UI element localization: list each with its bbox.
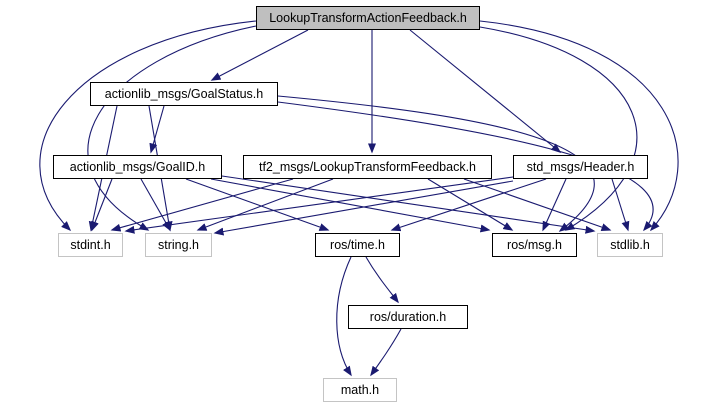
- node-label: stdlib.h: [610, 237, 650, 252]
- node-ros-duration[interactable]: ros/duration.h: [348, 305, 468, 329]
- edge-goal-status-to-goal-id: [149, 105, 165, 154]
- edge-ros-duration-to-math: [370, 328, 402, 377]
- edge-goal-id-to-ros-time: [185, 178, 330, 231]
- edge-std-msgs-header-to-string: [213, 180, 514, 236]
- node-ros-msg[interactable]: ros/msg.h: [492, 233, 577, 257]
- node-label: actionlib_msgs/GoalStatus.h: [104, 86, 264, 101]
- node-lookup-transform-action-feedback: LookupTransformActionFeedback.h: [256, 6, 480, 30]
- edge-std-msgs-header-to-ros-time: [390, 178, 547, 232]
- node-label: ros/time.h: [330, 237, 385, 252]
- node-math: math.h: [323, 378, 397, 402]
- node-label: LookupTransformActionFeedback.h: [269, 10, 467, 25]
- edge-ros-time-to-ros-duration: [365, 256, 399, 304]
- node-label: ros/duration.h: [369, 309, 447, 324]
- node-std-msgs-header[interactable]: std_msgs/Header.h: [513, 155, 648, 179]
- edge-goal-status-to-stdlib: [277, 101, 654, 232]
- edge-lookup-transform-action-feedback-to-ros-msg: [479, 26, 638, 231]
- edge-std-msgs-header-to-ros-msg: [542, 178, 567, 232]
- edge-lookup-transform-feedback-to-stdint: [110, 178, 294, 232]
- node-stdint: stdint.h: [58, 233, 123, 257]
- node-ros-time[interactable]: ros/time.h: [315, 233, 400, 257]
- node-label: string.h: [158, 237, 199, 252]
- edge-goal-id-to-stdint: [91, 178, 113, 232]
- node-label: tf2_msgs/LookupTransformFeedback.h: [258, 159, 476, 174]
- edge-ros-time-to-math: [336, 256, 352, 377]
- node-label: math.h: [340, 382, 380, 397]
- node-label: stdint.h: [70, 237, 111, 252]
- node-lookup-transform-feedback[interactable]: tf2_msgs/LookupTransformFeedback.h: [243, 155, 492, 179]
- edge-std-msgs-header-to-stdlib: [611, 178, 630, 232]
- node-label: ros/msg.h: [507, 237, 562, 252]
- edge-lookup-transform-action-feedback-to-string: [87, 25, 257, 231]
- node-label: std_msgs/Header.h: [526, 159, 635, 174]
- node-stdlib: stdlib.h: [597, 233, 663, 257]
- edge-lookup-transform-feedback-to-stdlib: [463, 178, 612, 231]
- edge-goal-id-to-ros-msg: [210, 178, 491, 233]
- edge-lookup-transform-action-feedback-to-goal-status: [210, 29, 309, 81]
- edge-lookup-transform-feedback-to-string: [196, 178, 334, 231]
- node-label: actionlib_msgs/GoalID.h: [69, 159, 206, 174]
- node-goal-id[interactable]: actionlib_msgs/GoalID.h: [53, 155, 222, 179]
- edge-lookup-transform-action-feedback-to-stdint: [39, 20, 257, 232]
- node-goal-status[interactable]: actionlib_msgs/GoalStatus.h: [90, 82, 278, 106]
- edge-lookup-transform-action-feedback-to-std-msgs-header: [409, 29, 562, 153]
- edge-goal-id-to-string: [140, 178, 171, 232]
- edge-lookup-transform-action-feedback-to-stdlib: [479, 20, 679, 232]
- edge-goal-status-to-ros-msg: [277, 95, 595, 232]
- node-string: string.h: [145, 233, 212, 257]
- edge-goal-id-to-stdlib: [221, 175, 596, 234]
- edge-std-msgs-header-to-stdint: [124, 176, 514, 234]
